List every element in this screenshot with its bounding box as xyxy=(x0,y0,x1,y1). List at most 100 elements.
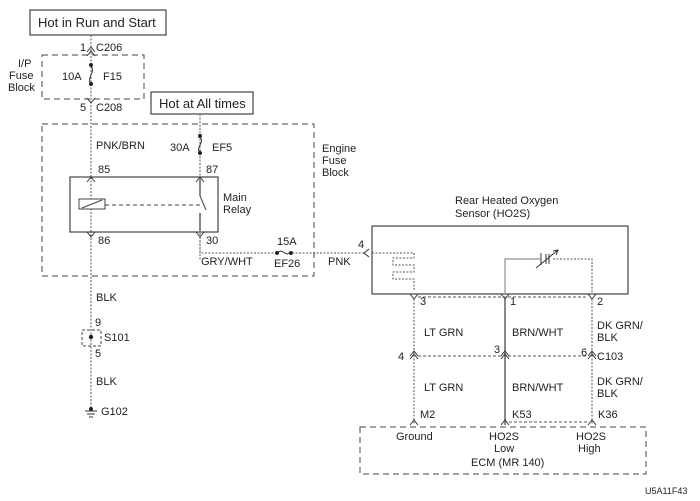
sensor-pin-2: 2 xyxy=(597,296,603,308)
ground-terminal xyxy=(89,407,93,411)
wire-brn-wht-lower-label: BRN/WHT xyxy=(512,382,564,394)
sensor-pin2-connector-icon xyxy=(587,293,597,300)
sensor-pin-1: 1 xyxy=(510,296,516,308)
wire-blk-lower-label: BLK xyxy=(96,376,117,388)
variable-arrow-icon xyxy=(535,249,559,269)
ecm-outline xyxy=(359,426,647,475)
hot-run-start-label: Hot in Run and Start xyxy=(38,15,156,30)
hot-all-times-box xyxy=(150,91,254,115)
gry-wht-wire xyxy=(199,237,276,254)
ip-fuse-block-label-1: I/P xyxy=(18,58,31,70)
f15-name: F15 xyxy=(103,71,122,83)
wire-blk-upper-label: BLK xyxy=(96,292,117,304)
ecm-pin-k36: K36 xyxy=(598,409,618,421)
main-relay-label-2: Relay xyxy=(223,204,252,216)
splice-s101-dot xyxy=(88,334,94,340)
ef26-terminal-right xyxy=(289,251,293,255)
ef5-terminal-bottom xyxy=(198,151,202,155)
sensor-pin3-connector-icon xyxy=(409,293,419,300)
ip-fuse-block-label-3: Block xyxy=(8,82,35,94)
wire-pnk-label: PNK xyxy=(328,256,351,268)
splice-name: S101 xyxy=(104,332,130,344)
ef26-rating: 15A xyxy=(277,236,297,248)
ecm-k36-connector-icon xyxy=(587,419,597,426)
engine-fuse-block-outline xyxy=(41,123,315,277)
ip-fuse-block-outline xyxy=(41,54,145,100)
wire-pnk-brn-label: PNK/BRN xyxy=(96,140,145,152)
c206-connector-icon xyxy=(86,46,96,57)
sensor-element-right-wire xyxy=(553,258,593,293)
main-relay-label-1: Main xyxy=(223,192,247,204)
wire-lt-grn-lower-label: LT GRN xyxy=(424,382,463,394)
relay-pin-85: 85 xyxy=(98,164,110,176)
pin86-connector-icon xyxy=(86,231,96,238)
ecm-pin-k53: K53 xyxy=(512,409,532,421)
sensor-title-2: Sensor (HO2S) xyxy=(455,208,530,220)
ecm-name: ECM (MR 140) xyxy=(471,457,544,469)
sensor-pin4-connector-icon xyxy=(363,248,370,258)
wire-dk-grn-blk-lower-label-2: BLK xyxy=(597,388,618,400)
c103-pin4-connector-icon xyxy=(409,350,419,360)
wire-dk-grn-blk-lower-label-1: DK GRN/ xyxy=(597,376,644,388)
c208-label: C208 xyxy=(96,102,122,114)
f15-rating: 10A xyxy=(62,71,82,83)
ip-fuse-block-label-2: Fuse xyxy=(9,70,33,82)
ground-name: G102 xyxy=(101,406,128,418)
ecm-low-label-1: HO2S xyxy=(489,431,519,443)
hot-all-times-label: Hot at All times xyxy=(159,96,246,111)
f15-terminal-top xyxy=(89,63,93,67)
c103-pin-6: 6 xyxy=(581,347,587,359)
sensor-element-left-wire xyxy=(504,258,540,293)
wire-dk-grn-blk-upper-label-1: DK GRN/ xyxy=(597,320,644,332)
relay-coil-slash xyxy=(81,199,103,209)
ecm-low-label-2: Low xyxy=(494,443,514,455)
f15-terminal-bottom xyxy=(89,82,93,86)
splice-pin-bottom: 5 xyxy=(95,348,101,360)
sensor-pin-3: 3 xyxy=(420,296,426,308)
splice-s101-outline xyxy=(81,329,102,347)
c103-pin6-connector-icon xyxy=(587,350,597,360)
c103-name: C103 xyxy=(597,351,623,363)
relay-pin-86: 86 xyxy=(98,235,110,247)
sensor-box xyxy=(371,225,629,295)
engine-fuse-block-label-1: Engine xyxy=(322,143,356,155)
pin85-connector-icon xyxy=(86,176,96,183)
ecm-pin-m2: M2 xyxy=(420,409,435,421)
c208-pin: 5 xyxy=(80,102,86,114)
c103-pin3-connector-icon xyxy=(500,350,510,360)
ecm-high-label-1: HO2S xyxy=(576,431,606,443)
c103-pin-4: 4 xyxy=(398,351,404,363)
wire-brn-wht-upper-label: BRN/WHT xyxy=(512,327,564,339)
heater-element-icon xyxy=(372,252,415,290)
ef5-name: EF5 xyxy=(212,142,232,154)
ecm-m2-connector-icon xyxy=(409,419,419,426)
pin87-connector-icon xyxy=(195,176,205,183)
relay-pin-30: 30 xyxy=(206,235,218,247)
splice-pin-top: 9 xyxy=(95,317,101,329)
ef26-terminal-left xyxy=(275,251,279,255)
wire-lt-grn-upper-label: LT GRN xyxy=(424,327,463,339)
c103-pin-3: 3 xyxy=(494,344,500,356)
wire-gry-wht-label: GRY/WHT xyxy=(201,256,253,268)
sensor-element-icon xyxy=(540,253,550,265)
engine-fuse-block-label-3: Block xyxy=(322,167,349,179)
c206-label: C206 xyxy=(96,42,122,54)
figure-id: U5A11F43 xyxy=(645,486,687,496)
ecm-ground-label: Ground xyxy=(396,431,433,443)
ef26-fuse-icon xyxy=(277,250,291,255)
relay-switch-blade xyxy=(199,195,207,211)
relay-pin-87: 87 xyxy=(206,164,218,176)
c206-pin: 1 xyxy=(80,42,86,54)
ecm-k53-connector-icon xyxy=(500,419,510,426)
hot-run-start-box xyxy=(29,9,167,36)
sensor-pin-4: 4 xyxy=(358,239,364,251)
ef5-terminal-top xyxy=(198,134,202,138)
ecm-high-label-2: High xyxy=(578,443,601,455)
engine-fuse-block-label-2: Fuse xyxy=(322,155,346,167)
wire-dk-grn-blk-upper-label-2: BLK xyxy=(597,332,618,344)
sensor-title-1: Rear Heated Oxygen xyxy=(455,195,558,207)
ground-icon xyxy=(85,410,97,418)
ef5-rating: 30A xyxy=(170,142,190,154)
c208-connector-icon xyxy=(86,97,96,104)
